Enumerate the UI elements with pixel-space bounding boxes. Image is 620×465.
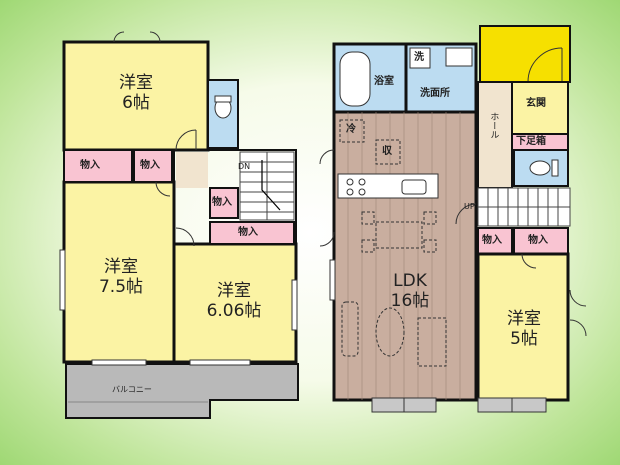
room-size: 5帖 (510, 328, 538, 349)
label-hall: ホール (488, 112, 499, 139)
pantry (375, 139, 401, 165)
room-size: 6.06帖 (206, 300, 262, 321)
stairs-1f (477, 187, 571, 227)
first-floor (319, 25, 587, 413)
balcony-area (65, 363, 299, 419)
label-western-7-5: 洋室 7.5帖 (88, 257, 154, 297)
room-size: 6帖 (122, 92, 150, 113)
label-up: UP (464, 202, 475, 211)
sofa-set (341, 301, 447, 367)
porch (479, 25, 571, 83)
fridge (339, 119, 365, 143)
stairs-2f (239, 151, 295, 221)
label-entrance: 玄関 (526, 98, 546, 109)
label-western-6-06: 洋室 6.06帖 (196, 281, 272, 321)
label-closet-1f-a: 物入 (482, 235, 502, 246)
label-ldk: LDK 16帖 (380, 271, 440, 311)
label-balcony: バルコニー (112, 385, 152, 394)
room-name: LDK (393, 271, 427, 291)
hallway-2f (173, 149, 297, 245)
label-fridge: 冷 (346, 124, 356, 135)
label-closet-2f-a: 物入 (80, 160, 100, 171)
room-name: 洋室 (104, 257, 138, 277)
room-size: 7.5帖 (98, 276, 144, 297)
entrance (511, 81, 569, 135)
label-pantry: 収 (382, 146, 392, 157)
label-dn: DN (238, 162, 251, 171)
hall (477, 81, 513, 189)
room-name: 洋室 (217, 281, 251, 301)
closet-2f-c (209, 187, 239, 219)
room-name: 洋室 (119, 73, 153, 93)
label-closet-1f-b: 物入 (528, 235, 548, 246)
closet-2f-a (63, 149, 133, 183)
label-bath: 浴室 (374, 76, 394, 87)
room-western-7-5 (62, 180, 176, 364)
label-washroom: 洗面所 (420, 88, 450, 99)
dining-set (361, 211, 437, 253)
label-closet-2f-c: 物入 (212, 197, 232, 208)
label-western-6: 洋室 6帖 (106, 73, 166, 113)
ldk-room (332, 110, 478, 402)
label-washer: 洗 (414, 52, 424, 63)
room-western-5 (476, 252, 570, 402)
closet-2f-b (133, 149, 173, 183)
second-floor (59, 31, 299, 419)
label-western-5: 洋室 5帖 (496, 309, 552, 349)
label-closet-2f-d: 物入 (238, 227, 258, 238)
room-size: 16帖 (390, 290, 430, 311)
label-shoe-box: 下足箱 (516, 136, 546, 147)
label-closet-2f-b: 物入 (140, 160, 160, 171)
room-name: 洋室 (507, 309, 541, 329)
